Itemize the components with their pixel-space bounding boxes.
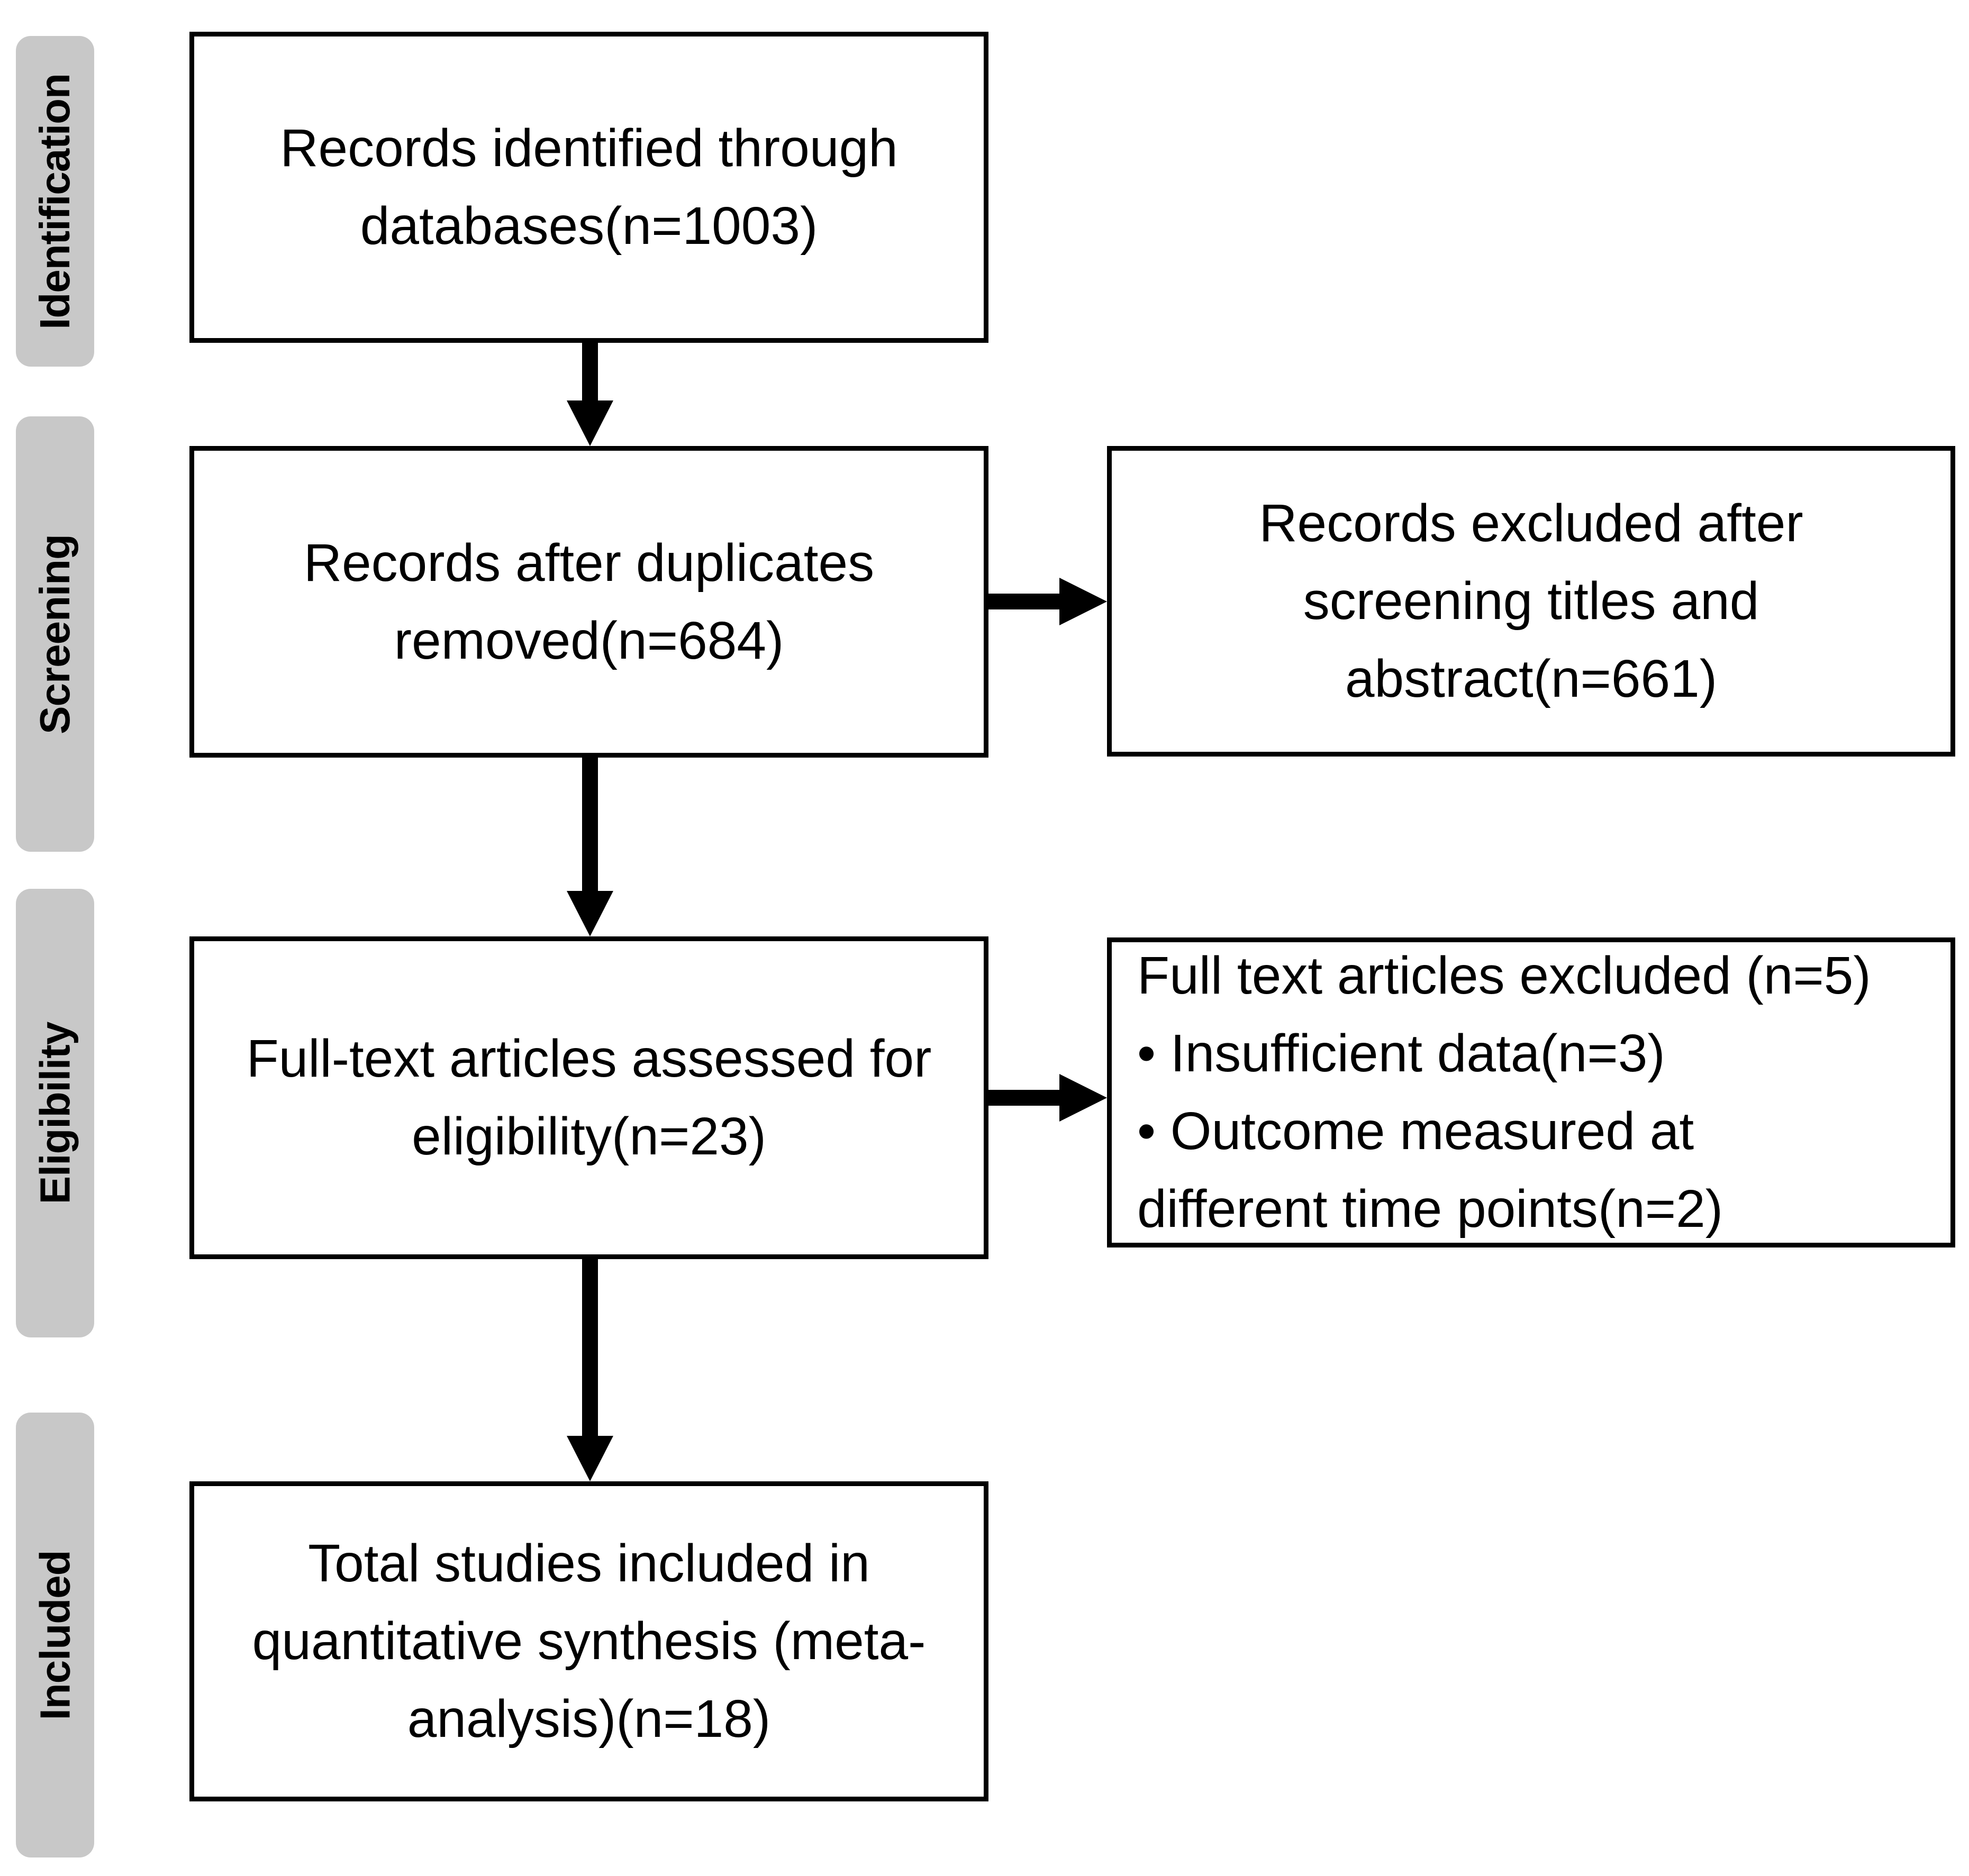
box-fulltext-assessed: Full-text articles assessed for eligibil… [189,936,988,1259]
stage-tab-included: Included [16,1413,94,1857]
stage-tab-identification: Identification [16,36,94,367]
box-records-after-duplicates: Records after duplicates removed(n=684) [189,446,988,758]
box-records-identified: Records identified through databases(n=1… [189,32,988,343]
stage-label-screening: Screening [31,534,79,734]
box-records-excluded: Records excluded after screening titles … [1107,446,1955,757]
arrow-head-icon [1059,578,1107,625]
arrow-head-icon [1059,1074,1107,1122]
arrow-head-icon [567,400,613,446]
box-records-after-duplicates-text: Records after duplicates removed(n=684) [303,533,875,670]
stage-tab-screening: Screening [16,416,94,852]
arrow-head-icon [567,891,613,936]
box-records-identified-text: Records identified through databases(n=1… [280,119,898,256]
box-fulltext-assessed-text: Full-text articles assessed for eligibil… [246,1029,932,1166]
stage-tab-eligibility: Eligibility [16,889,94,1337]
box-fulltext-excluded: Full text articles excluded (n=5) • Insu… [1107,937,1955,1247]
box-total-included-text: Total studies included in quantitative s… [252,1534,926,1748]
stage-label-eligibility: Eligibility [31,1022,78,1205]
box-fulltext-excluded-text: Full text articles excluded (n=5) • Insu… [1137,946,1871,1238]
box-total-included: Total studies included in quantitative s… [189,1481,988,1801]
arrow-head-icon [567,1436,613,1481]
stage-label-included: Included [31,1550,78,1720]
stage-label-identification: Identification [31,73,78,330]
box-records-excluded-text: Records excluded after screening titles … [1259,494,1803,708]
